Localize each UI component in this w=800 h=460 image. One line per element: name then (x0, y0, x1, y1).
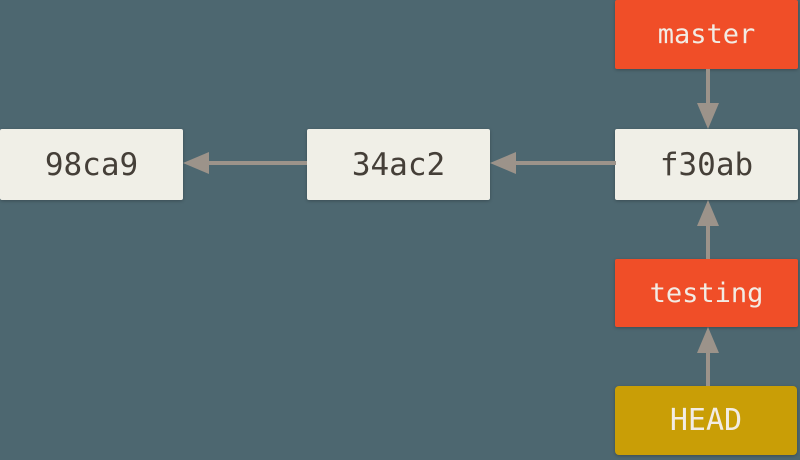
head-label: HEAD (669, 403, 743, 438)
arrow-line-testing-to-f30ab (706, 224, 710, 259)
commit-hash: 34ac2 (351, 146, 446, 183)
commit-node-34ac2: 34ac2 (307, 129, 490, 200)
arrowhead-master-to-f30ab (697, 103, 719, 129)
arrow-line-34ac2-to-98ca9 (207, 161, 307, 165)
commit-hash: 98ca9 (44, 146, 139, 183)
commit-node-98ca9: 98ca9 (0, 129, 183, 200)
branch-name: master (657, 19, 756, 50)
arrow-line-head-to-testing (706, 351, 710, 386)
branch-label-master: master (615, 0, 798, 69)
arrowhead-head-to-testing (697, 327, 719, 353)
branch-name: testing (649, 277, 764, 309)
arrowhead-testing-to-f30ab (697, 200, 719, 226)
commit-node-f30ab: f30ab (615, 129, 798, 200)
head-pointer-label: HEAD (615, 386, 797, 455)
arrowhead-f30ab-to-34ac2 (490, 152, 516, 174)
branch-label-testing: testing (615, 259, 798, 327)
arrowhead-34ac2-to-98ca9 (183, 152, 209, 174)
arrow-line-master-to-f30ab (706, 69, 710, 105)
commit-hash: f30ab (659, 146, 754, 183)
arrow-line-f30ab-to-34ac2 (514, 161, 616, 165)
